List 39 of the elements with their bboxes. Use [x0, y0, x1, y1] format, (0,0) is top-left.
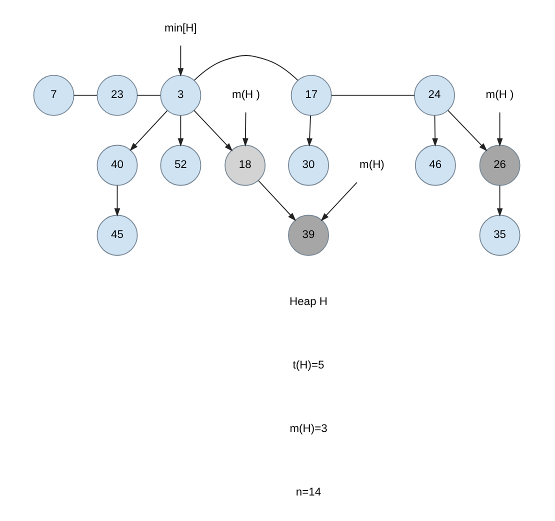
node-circle: 26: [479, 144, 520, 186]
arrow: [178, 115, 184, 147]
node-circle: 52: [160, 144, 202, 186]
arrow: [178, 45, 184, 77]
arrow: [432, 115, 438, 147]
label: Heap H: [290, 296, 328, 308]
arrow: [194, 110, 233, 152]
node-circle: 39: [288, 214, 330, 256]
arrow: [320, 182, 358, 222]
node-circle: 45: [96, 214, 138, 256]
arrow: [114, 185, 120, 217]
label: m(H)=3: [290, 422, 328, 435]
node-circle: 46: [414, 144, 456, 186]
arrow: [130, 110, 168, 151]
label: n=14: [296, 486, 322, 498]
node-circle: 23: [96, 74, 138, 116]
node-circle: 24: [414, 74, 456, 116]
node-text: m(H ): [486, 89, 514, 102]
node-text: min[H]: [164, 22, 197, 35]
arrow: [258, 180, 296, 221]
node-circle: 35: [479, 214, 520, 256]
node-circle: 17: [290, 74, 332, 116]
node-circle: 18: [224, 144, 266, 186]
connector: [331, 94, 415, 96]
arrow: [496, 112, 503, 147]
label: t(H)=5: [292, 359, 324, 372]
connector: [73, 94, 98, 96]
arrow: [448, 110, 488, 152]
connector: [194, 55, 298, 81]
node-circle: 30: [288, 144, 330, 186]
connector: [136, 94, 161, 96]
arrow: [242, 112, 248, 147]
node-text: m(H ): [232, 89, 260, 102]
arrow: [306, 115, 313, 147]
node-circle: 40: [96, 144, 138, 186]
node-circle: 3: [160, 74, 202, 116]
arrow: [496, 185, 503, 217]
node-text: m(H): [360, 159, 384, 172]
node-circle: 7: [33, 74, 74, 116]
